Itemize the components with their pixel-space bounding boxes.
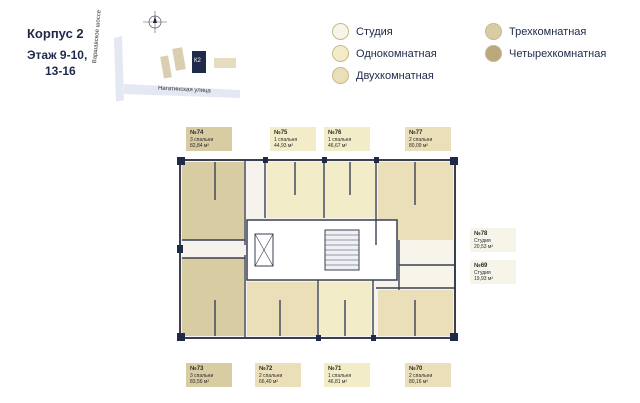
apartment-75-number: №75 [274, 130, 288, 136]
apartment-70-rooms: 2 спальни [409, 373, 433, 379]
apartment-75-area: 44,93 м² [274, 143, 294, 149]
apartment-card-78[interactable]: №78 Студия 20,53 м² [470, 228, 516, 252]
apartment-73-area: 83,56 м² [190, 379, 210, 385]
site-plan: Варшавское шоссе Нагатинская улица К2 [92, 8, 250, 103]
apartment-78-area: 20,53 м² [474, 244, 494, 250]
apartment-69-area: 19,93 м² [474, 276, 494, 282]
floor-line-1: Этаж 9-10, [27, 48, 88, 62]
legend-two-room: Двухкомнатная [332, 67, 434, 84]
apartment-card-73[interactable]: №73 3 спальни 83,56 м² [186, 363, 232, 387]
building-k2-marker [192, 51, 206, 73]
apartment-74-number: №74 [190, 130, 204, 136]
floor-line-2: 13-16 [45, 64, 76, 78]
building-title: Корпус 2 [27, 26, 84, 41]
apartment-card-71[interactable]: №71 1 спальня 46,81 м² [324, 363, 370, 387]
apartment-70-area: 80,16 м² [409, 379, 429, 385]
apartment-78-number: №78 [474, 231, 488, 237]
apartment-card-69[interactable]: №69 Студия 19,93 м² [470, 260, 516, 284]
legend-four-room: Четырехкомнатная [485, 45, 606, 62]
unit-69-area[interactable] [401, 266, 453, 288]
legend-one-room: Однокомнатная [332, 45, 437, 62]
legend-four-room-label: Четырехкомнатная [509, 47, 607, 60]
legend-studio-swatch [332, 23, 349, 40]
apartment-71-number: №71 [328, 366, 342, 372]
apartment-card-72[interactable]: №72 2 спальни 66,40 м² [255, 363, 301, 387]
legend-three-room-swatch [485, 23, 502, 40]
legend-four-room-swatch [485, 45, 502, 62]
apartment-72-rooms: 2 спальни [259, 373, 283, 379]
apartment-card-74[interactable]: №74 3 спальни 82,84 м² [186, 127, 232, 151]
apartment-card-77[interactable]: №77 2 спальни 80,09 м² [405, 127, 451, 151]
apartment-72-area: 66,40 м² [259, 379, 279, 385]
legend-three-room-label: Трехкомнатная [509, 25, 587, 38]
apartment-74-rooms: 3 спальни [190, 137, 214, 143]
apartment-card-76[interactable]: №76 1 спальня 46,67 м² [324, 127, 370, 151]
compass-icon [143, 11, 167, 33]
apartment-70-number: №70 [409, 366, 423, 372]
apartment-72-number: №72 [259, 366, 273, 372]
legend-studio: Студия [332, 23, 393, 40]
unit-73-area[interactable] [182, 258, 244, 336]
apartment-77-number: №77 [409, 130, 423, 136]
apartment-71-area: 46,81 м² [328, 379, 348, 385]
apartment-74-area: 82,84 м² [190, 143, 210, 149]
apartment-76-rooms: 1 спальня [328, 137, 352, 143]
floor-plan [175, 150, 465, 348]
building-k2-label: К2 [194, 58, 201, 64]
legend-one-room-swatch [332, 45, 349, 62]
floor-plan-graphic [177, 157, 458, 341]
unit-74-area[interactable] [182, 162, 244, 240]
apartment-77-area: 80,09 м² [409, 143, 429, 149]
unit-78-area[interactable] [401, 242, 453, 264]
apartment-card-70[interactable]: №70 2 спальни 80,16 м² [405, 363, 451, 387]
unit-72-area[interactable] [247, 282, 317, 336]
apartment-73-rooms: 3 спальни [190, 373, 214, 379]
legend-one-room-label: Однокомнатная [356, 47, 437, 60]
apartment-69-number: №69 [474, 263, 488, 269]
apartment-71-rooms: 1 спальня [328, 373, 352, 379]
legend-two-room-label: Двухкомнатная [356, 69, 434, 82]
apartment-76-area: 46,67 м² [328, 143, 348, 149]
legend-studio-label: Студия [356, 25, 393, 38]
apartment-78-rooms: Студия [474, 238, 491, 244]
apartment-76-number: №76 [328, 130, 342, 136]
apartment-card-75[interactable]: №75 1 спальня 44,93 м² [270, 127, 316, 151]
legend-two-room-swatch [332, 67, 349, 84]
legend-three-room: Трехкомнатная [485, 23, 586, 40]
apartment-77-rooms: 2 спальни [409, 137, 433, 143]
floor-label: Этаж 9-10, 13-16 [27, 47, 117, 79]
apartment-69-rooms: Студия [474, 270, 491, 276]
site-plan-graphic [114, 11, 240, 102]
apartment-73-number: №73 [190, 366, 204, 372]
apartment-75-rooms: 1 спальня [274, 137, 298, 143]
